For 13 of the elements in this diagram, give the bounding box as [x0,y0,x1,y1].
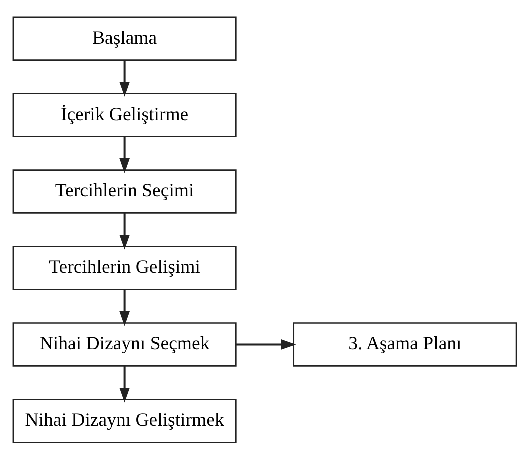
node-box: Nihai Dizaynı Seçmek [12,322,237,366]
arrow [236,339,296,350]
arrow [120,212,130,250]
node-box: Başlama [12,16,237,60]
node-box: İçerik Geliştirme [12,92,237,137]
node-box: Nihai Dizaynı Geliştirmek [12,398,237,443]
node-box: 3. Aşama Planı [293,322,518,366]
arrow [120,60,130,96]
arrow [120,366,130,402]
node-box: Tercihlerin Seçimi [12,169,237,214]
arrow [120,136,130,173]
node-box: Tercihlerin Gelişimi [12,246,237,290]
arrow [120,289,130,326]
